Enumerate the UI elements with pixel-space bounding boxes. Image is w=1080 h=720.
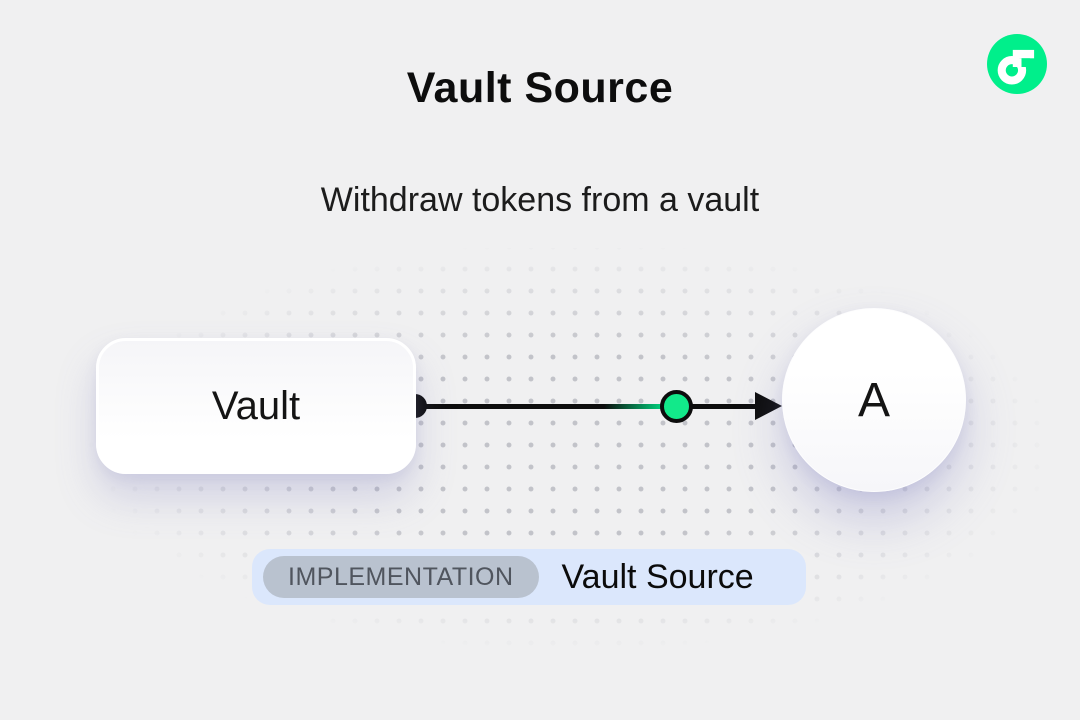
page-title: Vault Source [406, 64, 674, 112]
token-dot [660, 390, 693, 423]
account-node-label: A [857, 373, 890, 427]
implementation-tag: IMPLEMENTATION [263, 556, 539, 598]
page-subtitle: Withdraw tokens from a vault [320, 181, 760, 219]
vault-node: Vault [96, 338, 416, 474]
account-node: A [782, 308, 966, 492]
edge-line [415, 404, 761, 409]
arrowhead-icon [755, 392, 782, 420]
implementation-badge: IMPLEMENTATION Vault Source [252, 549, 806, 605]
edge-green-gradient [604, 404, 662, 409]
vault-node-label: Vault [211, 383, 301, 428]
flow-logo-icon [987, 34, 1047, 94]
badge-label: Vault Source [561, 557, 754, 596]
